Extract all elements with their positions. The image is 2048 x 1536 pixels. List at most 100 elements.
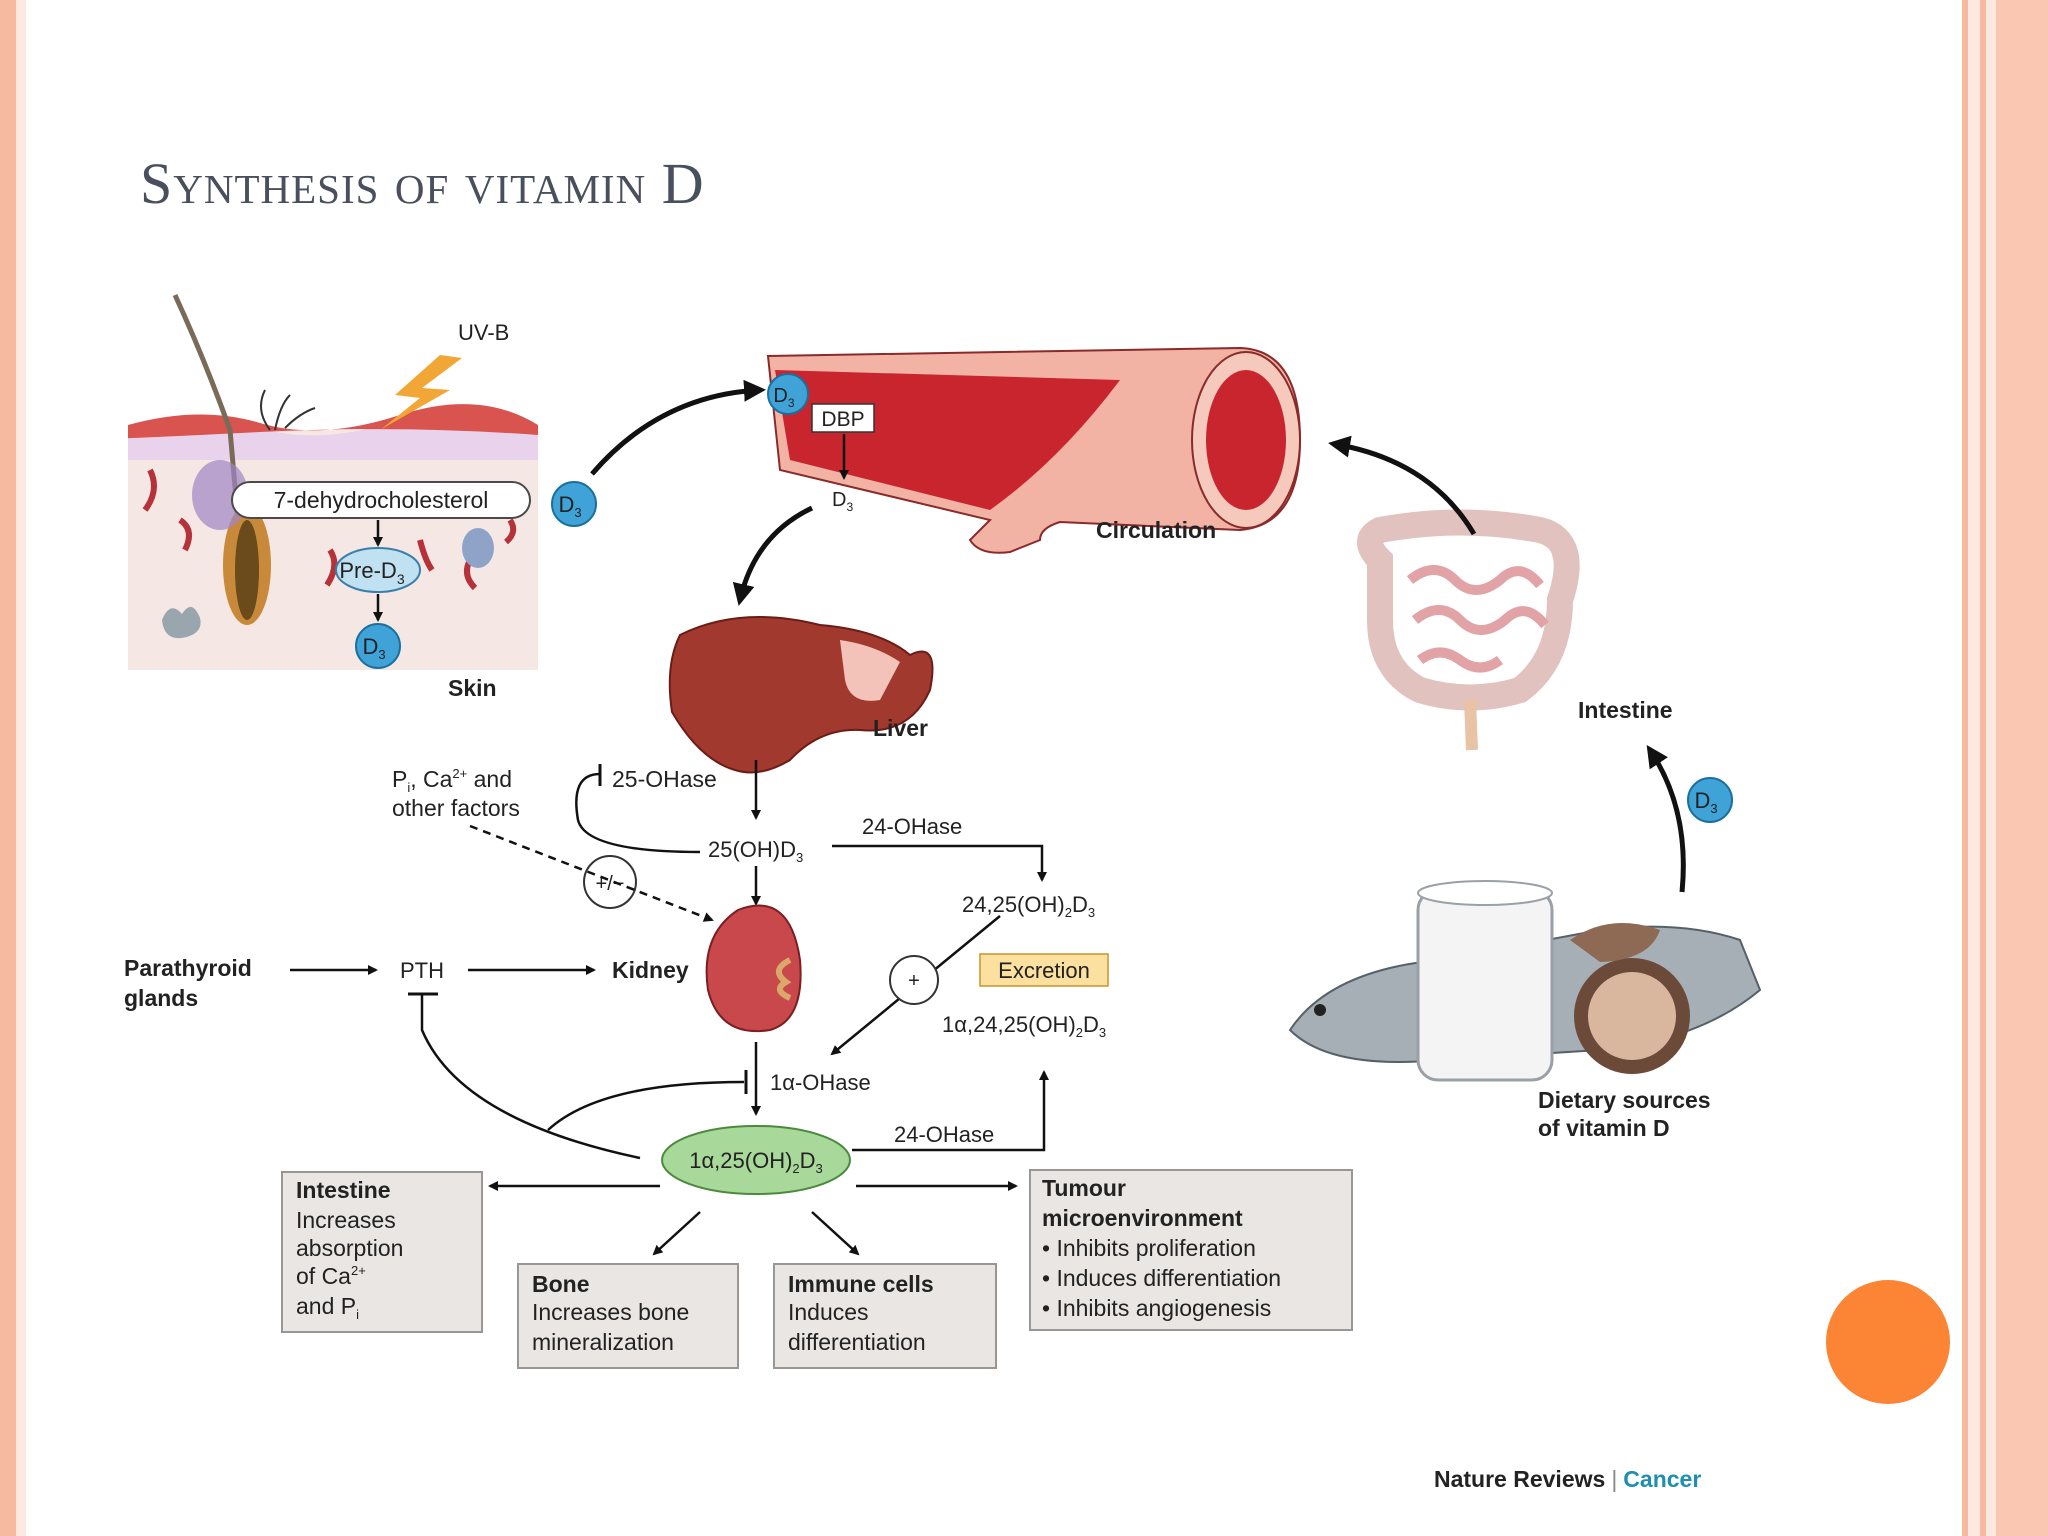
bone-effect-box: Bone Increases bone mineralization <box>517 1263 739 1369</box>
vessel-lumen <box>1206 370 1286 510</box>
svg-text:• Induces differentiation: • Induces differentiation <box>1042 1265 1281 1291</box>
kidney-label: Kidney <box>612 957 689 983</box>
intestine-effect-box: Intestine Increases absorption of Ca2+ a… <box>281 1171 483 1333</box>
skin-d3-badge: D3 <box>355 623 401 669</box>
svg-text:and Pi: and Pi <box>296 1293 359 1322</box>
immune-effect-box: Immune cells Induces differentiation <box>773 1263 997 1369</box>
liver-label: Liver <box>873 715 928 741</box>
circulation-label: Circulation <box>1096 517 1216 543</box>
slide-frame-left-inner <box>16 0 26 1536</box>
factors-line2: other factors <box>392 795 520 821</box>
released-d3-label: D3 <box>832 489 853 514</box>
svg-text:Intestine: Intestine <box>296 1177 391 1203</box>
branch-enzyme-label: 24-OHase <box>862 814 962 839</box>
slide-title: Synthesis of vitamin D <box>140 151 705 216</box>
svg-text:Increases bone: Increases bone <box>532 1299 689 1325</box>
diet-intestine-label: Intestine <box>1578 697 1673 723</box>
active-vitamin-d-ellipse <box>661 1125 851 1195</box>
feedback-active-to-pth <box>420 994 641 1160</box>
skin-label: Skin <box>448 675 497 701</box>
arrow-active-to-bone <box>652 1211 701 1256</box>
svg-text:Tumour: Tumour <box>1042 1175 1126 1201</box>
svg-text:D3: D3 <box>773 385 794 410</box>
arrow-circulation-to-liver <box>732 505 814 606</box>
slide-frame-left <box>0 0 16 1536</box>
blood-vessels <box>142 468 517 591</box>
svg-text:• Inhibits proliferation: • Inhibits proliferation <box>1042 1235 1256 1261</box>
product-25ohd3: 25(OH)D3 <box>708 837 803 865</box>
decorative-orange-dot <box>1826 1280 1950 1404</box>
excretion-label: Excretion <box>998 958 1090 983</box>
source-credit: Nature Reviews|Cancer <box>1434 1466 1701 1493</box>
uvb-bolt: UV-B <box>380 320 509 430</box>
arrow-active-to-excretion <box>852 1070 1049 1152</box>
parathyroid-line2: glands <box>124 985 198 1011</box>
circulation-d3-badge: D3 <box>767 373 809 415</box>
credit-journal: Cancer <box>1623 1466 1702 1492</box>
slide-frame-right-stripe <box>1980 0 1986 1536</box>
arrow-diet-to-intestine <box>1646 745 1686 893</box>
liver-enzyme-label: 25-OHase <box>612 766 717 792</box>
hair-strand <box>172 293 248 601</box>
svg-text:Immune cells: Immune cells <box>788 1271 934 1297</box>
skin-fat-cell <box>162 606 201 639</box>
kidney-illustration <box>705 904 802 1033</box>
excretion-product: 1α,24,25(OH)2D3 <box>942 1012 1106 1040</box>
diet-d3-badge: D3 <box>1687 777 1733 823</box>
credit-separator: | <box>1611 1466 1618 1492</box>
kidney-enzyme2-label: 24-OHase <box>894 1122 994 1147</box>
arrow-intestine-to-circulation <box>1328 435 1477 536</box>
plus-sign: + <box>908 970 920 992</box>
regulation-circle <box>583 855 637 909</box>
skin-cell <box>462 528 494 568</box>
dehydrocholesterol-pill: 7-dehydrocholesterol <box>231 481 531 519</box>
pth-label: PTH <box>400 958 444 983</box>
arrow-24ohase-branch <box>832 844 1047 882</box>
tumour-effect-box: Tumour microenvironment • Inhibits proli… <box>1029 1169 1353 1331</box>
svg-text:D3: D3 <box>1694 788 1717 816</box>
svg-text:mineralization: mineralization <box>532 1329 674 1355</box>
hair-bulb <box>235 520 259 620</box>
skin-illustration <box>127 293 538 670</box>
dehydrocholesterol-box <box>231 481 531 519</box>
dietary-sources-illustration <box>1288 880 1762 1082</box>
nerve-ending <box>260 389 316 431</box>
feedback-active-to-1aohase <box>547 1080 745 1131</box>
svg-text:absorption: absorption <box>296 1235 403 1261</box>
diet-label-line1: Dietary sources <box>1538 1087 1711 1113</box>
dehydrocholesterol-label: 7-dehydrocholesterol <box>274 487 489 513</box>
factors-dashed-arrow <box>469 824 714 922</box>
svg-text:Pre-D3: Pre-D3 <box>339 558 404 587</box>
slide-frame-right <box>1962 0 1968 1536</box>
skin-exit-d3-badge: D3 <box>551 481 597 527</box>
svg-text:Bone: Bone <box>532 1271 590 1297</box>
vitamin-d-synthesis-diagram: UV-B 7-dehydrocholesterol Pre-D3 D3 Skin… <box>124 293 1762 1369</box>
svg-text:D3: D3 <box>558 492 581 520</box>
pre-d3-sub: 3 <box>397 571 405 587</box>
svg-text:• Inhibits angiogenesis: • Inhibits angiogenesis <box>1042 1295 1271 1321</box>
skin-gland <box>192 460 248 530</box>
svg-text:microenvironment: microenvironment <box>1042 1205 1243 1231</box>
svg-text:D3: D3 <box>362 634 385 662</box>
svg-text:differentiation: differentiation <box>788 1329 926 1355</box>
dbp-label: DBP <box>821 408 864 431</box>
kidney-enzyme-label: 1α-OHase <box>770 1070 871 1095</box>
slide-frame-right-inner <box>1968 0 1980 1536</box>
intestine-illustration <box>1357 509 1580 751</box>
arrow-active-to-immune <box>811 1211 860 1256</box>
arrow-skin-to-circulation <box>590 379 766 476</box>
slide-frame-right-band <box>1986 0 1996 1536</box>
pre-d3-ellipse: Pre-D3 <box>335 547 421 593</box>
excretion-box <box>979 953 1109 987</box>
uvb-label: UV-B <box>458 320 509 345</box>
diet-label-line2: of vitamin D <box>1538 1115 1670 1141</box>
milk-glass-icon <box>1416 888 1554 1082</box>
factors-line1: Pi, Ca2+ and <box>392 766 512 795</box>
credit-publisher: Nature Reviews <box>1434 1466 1606 1492</box>
pre-d3-label: Pre-D <box>339 558 396 583</box>
svg-text:Increases: Increases <box>296 1207 396 1233</box>
uvb-lightning-icon <box>380 355 462 430</box>
slide-frame-right-edge <box>1996 0 2048 1536</box>
feedback-loop-25ohase <box>575 772 701 854</box>
product-2425ohd3: 24,25(OH)2D3 <box>962 892 1095 920</box>
